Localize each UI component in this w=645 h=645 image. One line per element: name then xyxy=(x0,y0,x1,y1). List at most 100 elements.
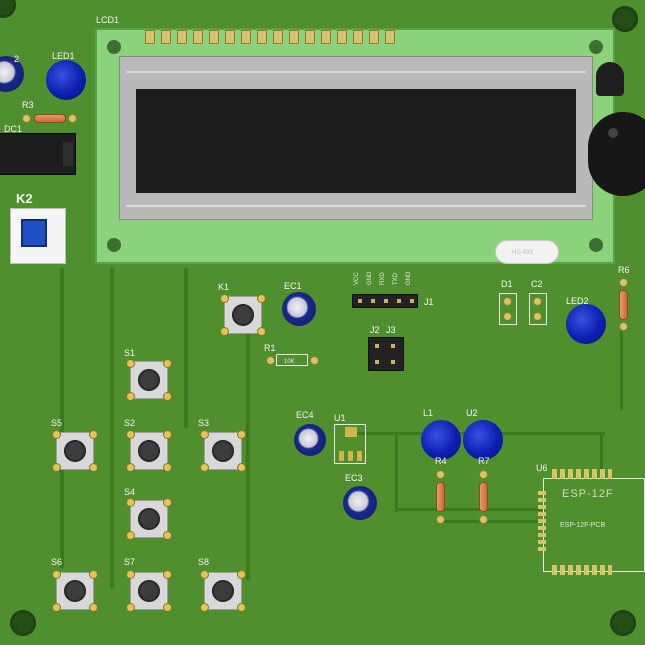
s7-designator: S7 xyxy=(124,557,136,567)
trace xyxy=(395,432,398,512)
switch-k2-actuator xyxy=(21,219,47,247)
trace xyxy=(60,268,64,568)
s4-designator: S4 xyxy=(124,487,136,497)
resistor-r7 xyxy=(479,482,488,512)
lcd-corner-hole xyxy=(589,40,603,54)
r3-designator: R3 xyxy=(22,100,34,110)
trace xyxy=(246,330,250,580)
s5-designator: S5 xyxy=(51,418,63,428)
pad xyxy=(479,470,488,479)
crystal-label: HC-49S xyxy=(512,250,534,256)
u1-designator: U1 xyxy=(334,413,346,423)
pad xyxy=(436,470,445,479)
r7-designator: R7 xyxy=(478,456,490,466)
header-j1 xyxy=(352,294,418,308)
led2-designator: LED2 xyxy=(566,296,589,306)
buzzer xyxy=(588,112,645,196)
button-s5[interactable] xyxy=(52,430,98,472)
pad xyxy=(619,278,628,287)
button-s4[interactable] xyxy=(126,498,172,540)
s8-designator: S8 xyxy=(198,557,210,567)
pad xyxy=(68,114,77,123)
pad xyxy=(479,515,488,524)
lcd-bezel xyxy=(119,56,593,220)
button-s7[interactable] xyxy=(126,570,172,612)
resistor-r1-outline: 10K xyxy=(276,354,308,366)
pad xyxy=(266,356,275,365)
regulator-u1 xyxy=(334,424,366,464)
module-u6-label: ESP-12F xyxy=(562,488,614,500)
capacitor-ec3 xyxy=(343,486,377,520)
led2 xyxy=(566,304,606,344)
ec1-designator: EC1 xyxy=(284,281,302,291)
header-j2-j3 xyxy=(368,337,404,371)
led-l1 xyxy=(421,420,461,460)
lcd-corner-hole xyxy=(107,238,121,252)
transistor xyxy=(596,62,624,96)
r1-designator: R1 xyxy=(264,343,276,353)
module-u6-bottom-pads xyxy=(552,565,612,575)
trace xyxy=(620,330,623,410)
lcd-screen xyxy=(136,89,576,193)
mounting-hole-top-left xyxy=(0,0,16,18)
capacitor-c2 xyxy=(529,293,547,325)
mounting-hole-top-right xyxy=(612,6,638,32)
pad xyxy=(310,356,319,365)
lcd-bezel-line xyxy=(126,71,586,73)
c2-designator: C2 xyxy=(531,279,543,289)
s2-designator: S2 xyxy=(124,418,136,428)
u6-designator: U6 xyxy=(536,463,548,473)
dc1-designator: DC1 xyxy=(4,124,23,134)
led1-designator: LED1 xyxy=(52,51,75,61)
k1-designator: K1 xyxy=(218,282,230,292)
button-s8[interactable] xyxy=(200,570,246,612)
s6-designator: S6 xyxy=(51,557,63,567)
lcd-bezel-line xyxy=(126,205,586,207)
partial-capacitor xyxy=(0,56,24,92)
l1-designator: L1 xyxy=(423,408,434,418)
u2-designator: U2 xyxy=(466,408,478,418)
switch-k2 xyxy=(10,208,66,264)
pad xyxy=(436,515,445,524)
ec4-designator: EC4 xyxy=(296,410,314,420)
s3-designator: S3 xyxy=(198,418,210,428)
partial-designator: 2 xyxy=(14,54,20,64)
j1-pin-label-2: GND xyxy=(367,271,373,285)
d1-designator: D1 xyxy=(501,279,513,289)
lcd-corner-hole xyxy=(589,238,603,252)
trace xyxy=(110,268,114,588)
button-s1[interactable] xyxy=(126,359,172,401)
j3-designator: J3 xyxy=(386,325,396,335)
s1-designator: S1 xyxy=(124,348,136,358)
module-u6-left-pads xyxy=(538,491,546,551)
capacitor-ec1 xyxy=(282,292,316,326)
module-u6-sub-label: ESP-12F-PCB xyxy=(560,522,606,529)
diode-d1 xyxy=(499,293,517,325)
r1-value: 10K xyxy=(284,359,295,365)
capacitor-ec4 xyxy=(294,424,326,456)
j1-pin-label-3: RXD xyxy=(380,272,386,285)
r4-designator: R4 xyxy=(435,456,447,466)
lcd-designator: LCD1 xyxy=(96,15,120,25)
mounting-hole-bottom-right xyxy=(610,610,636,636)
lcd-pin-header xyxy=(145,26,405,44)
resistor-r3 xyxy=(34,114,66,123)
module-u6-top-pads xyxy=(552,469,612,479)
trace xyxy=(184,268,188,428)
ec3-designator: EC3 xyxy=(345,473,363,483)
lcd-corner-hole xyxy=(107,40,121,54)
led1 xyxy=(46,60,86,100)
j1-pin-label-4: TXD xyxy=(393,273,399,285)
button-s3[interactable] xyxy=(200,430,246,472)
k2-designator: K2 xyxy=(16,191,33,206)
pad xyxy=(619,322,628,331)
trace xyxy=(600,432,603,472)
resistor-r6 xyxy=(619,290,628,320)
j1-pin-label-5: GND xyxy=(406,271,412,285)
button-k1[interactable] xyxy=(220,294,266,336)
crystal-hc49s: HC-49S xyxy=(495,240,559,264)
button-s6[interactable] xyxy=(52,570,98,612)
dc-jack xyxy=(0,133,76,175)
j2-designator: J2 xyxy=(370,325,380,335)
button-s2[interactable] xyxy=(126,430,172,472)
